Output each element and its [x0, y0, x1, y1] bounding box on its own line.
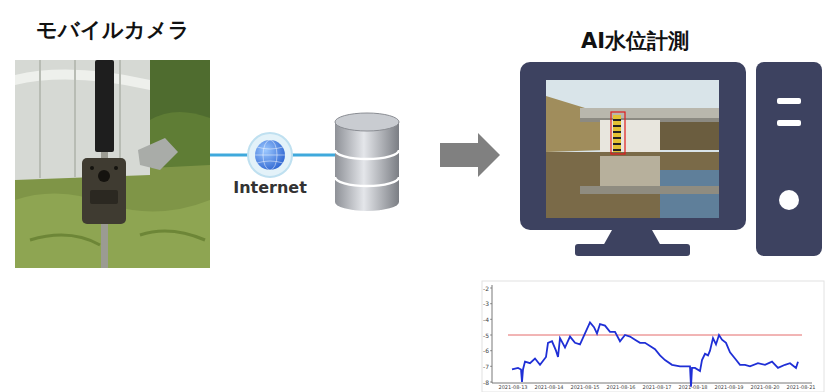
axis-tick-label: -2	[483, 285, 489, 292]
database-body	[335, 122, 399, 211]
database-icon	[335, 113, 399, 211]
axis-date-label: 2021-08-16	[606, 384, 635, 390]
grass	[30, 231, 205, 245]
threshold-line	[508, 335, 802, 336]
camera-sensor	[90, 190, 118, 204]
camera-sensor	[114, 166, 118, 170]
monitor	[520, 62, 746, 230]
computer-node: AI水位計測	[515, 22, 825, 262]
water-level-line	[512, 322, 798, 386]
camera-sensor	[90, 166, 94, 170]
grass-bank	[546, 96, 606, 152]
chart-frame	[482, 281, 824, 392]
camera-body	[82, 158, 126, 224]
chart-axis	[492, 383, 812, 384]
globe-icon	[255, 140, 285, 170]
axis-date-label: 2021-08-20	[750, 384, 779, 390]
bag	[138, 138, 178, 170]
axis-tick-label: -7	[483, 363, 489, 370]
node-label: Internet	[233, 178, 307, 198]
database-top	[335, 113, 399, 131]
pc-slot	[777, 98, 801, 104]
pc-tower	[756, 62, 822, 256]
sky	[546, 80, 719, 218]
axis-tick-label: -4	[483, 316, 489, 323]
camera-photo	[15, 60, 210, 268]
axis-date-label: 2021-08-14	[534, 384, 563, 390]
far-bank	[660, 122, 719, 150]
axis-date-label: 2021-08-15	[570, 384, 599, 390]
pc-button	[779, 190, 799, 210]
camera-lens	[98, 170, 110, 182]
river-photo	[546, 80, 719, 218]
axis-tick-label: -3	[483, 300, 489, 307]
network-node: Internet	[222, 132, 318, 204]
water	[546, 152, 719, 218]
axis-date-label: 2021-08-19	[714, 384, 743, 390]
axis-tick-label: -8	[483, 379, 489, 386]
monitor-base	[575, 244, 690, 256]
grass	[15, 60, 210, 268]
monitor-stand	[603, 230, 661, 246]
axis-tick-label: -5	[483, 332, 489, 339]
database-band	[335, 150, 399, 186]
axis-date-label: 2021-08-21	[786, 384, 815, 390]
camera-node: モバイルカメラ	[15, 15, 210, 268]
water-gauge	[613, 120, 621, 150]
node-heading: モバイルカメラ	[36, 17, 190, 43]
reflection	[600, 156, 660, 186]
greenhouse-film	[15, 70, 150, 90]
chart-series	[512, 322, 798, 386]
water-level-chart	[482, 281, 824, 392]
globe-line	[255, 155, 285, 156]
pc-slot	[777, 120, 801, 126]
axis-tick-label: -6	[483, 347, 489, 354]
node-heading: AI水位計測	[581, 28, 689, 54]
chart-tick	[490, 288, 492, 382]
bridge-pier	[600, 120, 660, 154]
water-gauge	[613, 115, 621, 155]
globe-halo	[248, 133, 292, 177]
detection-box	[611, 112, 625, 154]
globe-line	[257, 147, 283, 163]
axis-date-label: 2021-08-18	[678, 384, 707, 390]
axis-date-label: 2021-08-17	[642, 384, 671, 390]
antenna	[95, 60, 114, 152]
flow-arrow	[440, 133, 500, 177]
axis-date-label: 2021-08-13	[498, 384, 527, 390]
globe-icon	[255, 140, 285, 170]
reflection	[580, 186, 719, 194]
chart-axis	[492, 285, 493, 383]
network-connector	[210, 154, 222, 157]
